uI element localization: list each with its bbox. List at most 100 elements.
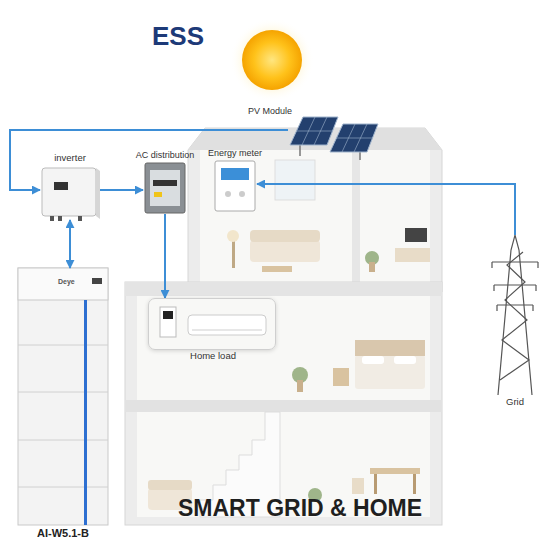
home-load-icons [160, 307, 176, 337]
transmission-tower [492, 262, 538, 311]
house-cutaway [125, 128, 442, 525]
power-flow-arrow [69, 220, 71, 268]
furniture [227, 230, 239, 242]
house-cutaway [188, 128, 442, 292]
ac-distribution-box: AC distribution [143, 162, 187, 214]
home-load-icons [192, 330, 262, 331]
furniture [374, 474, 377, 494]
node-label: Grid [506, 397, 524, 408]
node-label: Energy meter [208, 148, 262, 158]
power-flow-arrow [10, 130, 288, 190]
pv-panel [342, 124, 355, 152]
furniture [333, 368, 349, 386]
node-label: Home load [190, 351, 236, 362]
inverter-icon [78, 216, 82, 221]
house-cutaway [125, 282, 442, 296]
furniture [250, 230, 320, 242]
furniture [369, 262, 375, 272]
house-cutaway [125, 282, 442, 525]
battery-stack-icon [18, 268, 108, 525]
house-cutaway [137, 296, 430, 400]
battery-stack-icon [18, 392, 108, 393]
battery-stack-icon [18, 268, 108, 300]
page-caption: SMART GRID & HOME [178, 496, 422, 521]
battery-stack-icon [18, 440, 108, 441]
house-cutaway [352, 150, 360, 282]
pv-panel [314, 117, 327, 145]
energy-meter-icon [225, 191, 231, 197]
node-label: AI-W5.1-B [37, 527, 89, 540]
power-flow-arrow [100, 189, 143, 191]
distribution-box-icon [154, 192, 162, 197]
pv-panel [290, 117, 378, 160]
battery-stack-icon [92, 278, 102, 284]
grid-tower: Grid [490, 235, 540, 395]
furniture [413, 474, 416, 494]
pv-panel [337, 138, 373, 139]
battery-stack-icon [18, 345, 108, 346]
pv-panel [290, 117, 338, 145]
inverter-icon [54, 182, 68, 190]
home-load-icons [160, 307, 266, 337]
furniture [148, 480, 192, 490]
furniture [370, 468, 420, 474]
furniture [232, 238, 235, 268]
inverter-icon [42, 168, 96, 216]
battery-stack-icon [84, 300, 87, 525]
brand-label: Deye [58, 278, 75, 285]
furniture [355, 340, 425, 356]
furniture [395, 248, 430, 262]
inverter-icon [96, 168, 100, 219]
inverter-unit: inverter [40, 166, 100, 220]
furniture [355, 355, 425, 389]
house-cutaway [200, 150, 430, 282]
sun [242, 30, 302, 90]
inverter-icon [58, 216, 62, 221]
furniture [148, 228, 430, 517]
furniture [250, 240, 320, 262]
furniture [362, 356, 384, 364]
pv-module: PV Module [288, 118, 378, 156]
house-cutaway [125, 400, 442, 412]
distribution-box-icon [150, 170, 180, 206]
furniture [262, 266, 292, 272]
power-flow-arrow [164, 214, 166, 298]
furniture [394, 356, 416, 364]
battery-stack-icon [18, 268, 108, 525]
node-label: inverter [54, 153, 86, 164]
transmission-tower [498, 235, 532, 395]
home-load-box: Home load [148, 298, 276, 350]
energy-meter-icon [215, 161, 255, 211]
transmission-tower [492, 235, 538, 395]
furniture [405, 228, 427, 242]
energy-meter-icon [239, 191, 245, 197]
home-load-icons [163, 311, 173, 319]
sun [230, 18, 314, 102]
inverter-icon [42, 168, 100, 221]
distribution-box-icon [153, 180, 177, 186]
node-label: AC distribution [136, 150, 195, 160]
pv-panel [297, 131, 333, 132]
sun [230, 18, 314, 102]
distribution-box-icon [145, 163, 185, 213]
furniture [297, 380, 303, 392]
pv-panel [299, 144, 301, 156]
inverter-icon [50, 216, 54, 221]
pv-panel [330, 124, 378, 152]
energy-meter-icon [215, 161, 255, 211]
transmission-tower [492, 262, 538, 305]
home-load-icons [188, 315, 266, 335]
power-flow-arrow [257, 184, 515, 235]
page-title: ESS [152, 22, 204, 51]
transmission-tower [500, 252, 529, 380]
distribution-box-icon [145, 163, 185, 213]
node-label: PV Module [248, 106, 292, 116]
battery-stack-icon [18, 487, 108, 488]
energy-meter: Energy meter [213, 160, 257, 212]
battery-stack: AI-W5.1-B [18, 268, 108, 525]
pv-panel [354, 124, 367, 152]
pv-panel [302, 117, 315, 145]
furniture [352, 478, 364, 494]
